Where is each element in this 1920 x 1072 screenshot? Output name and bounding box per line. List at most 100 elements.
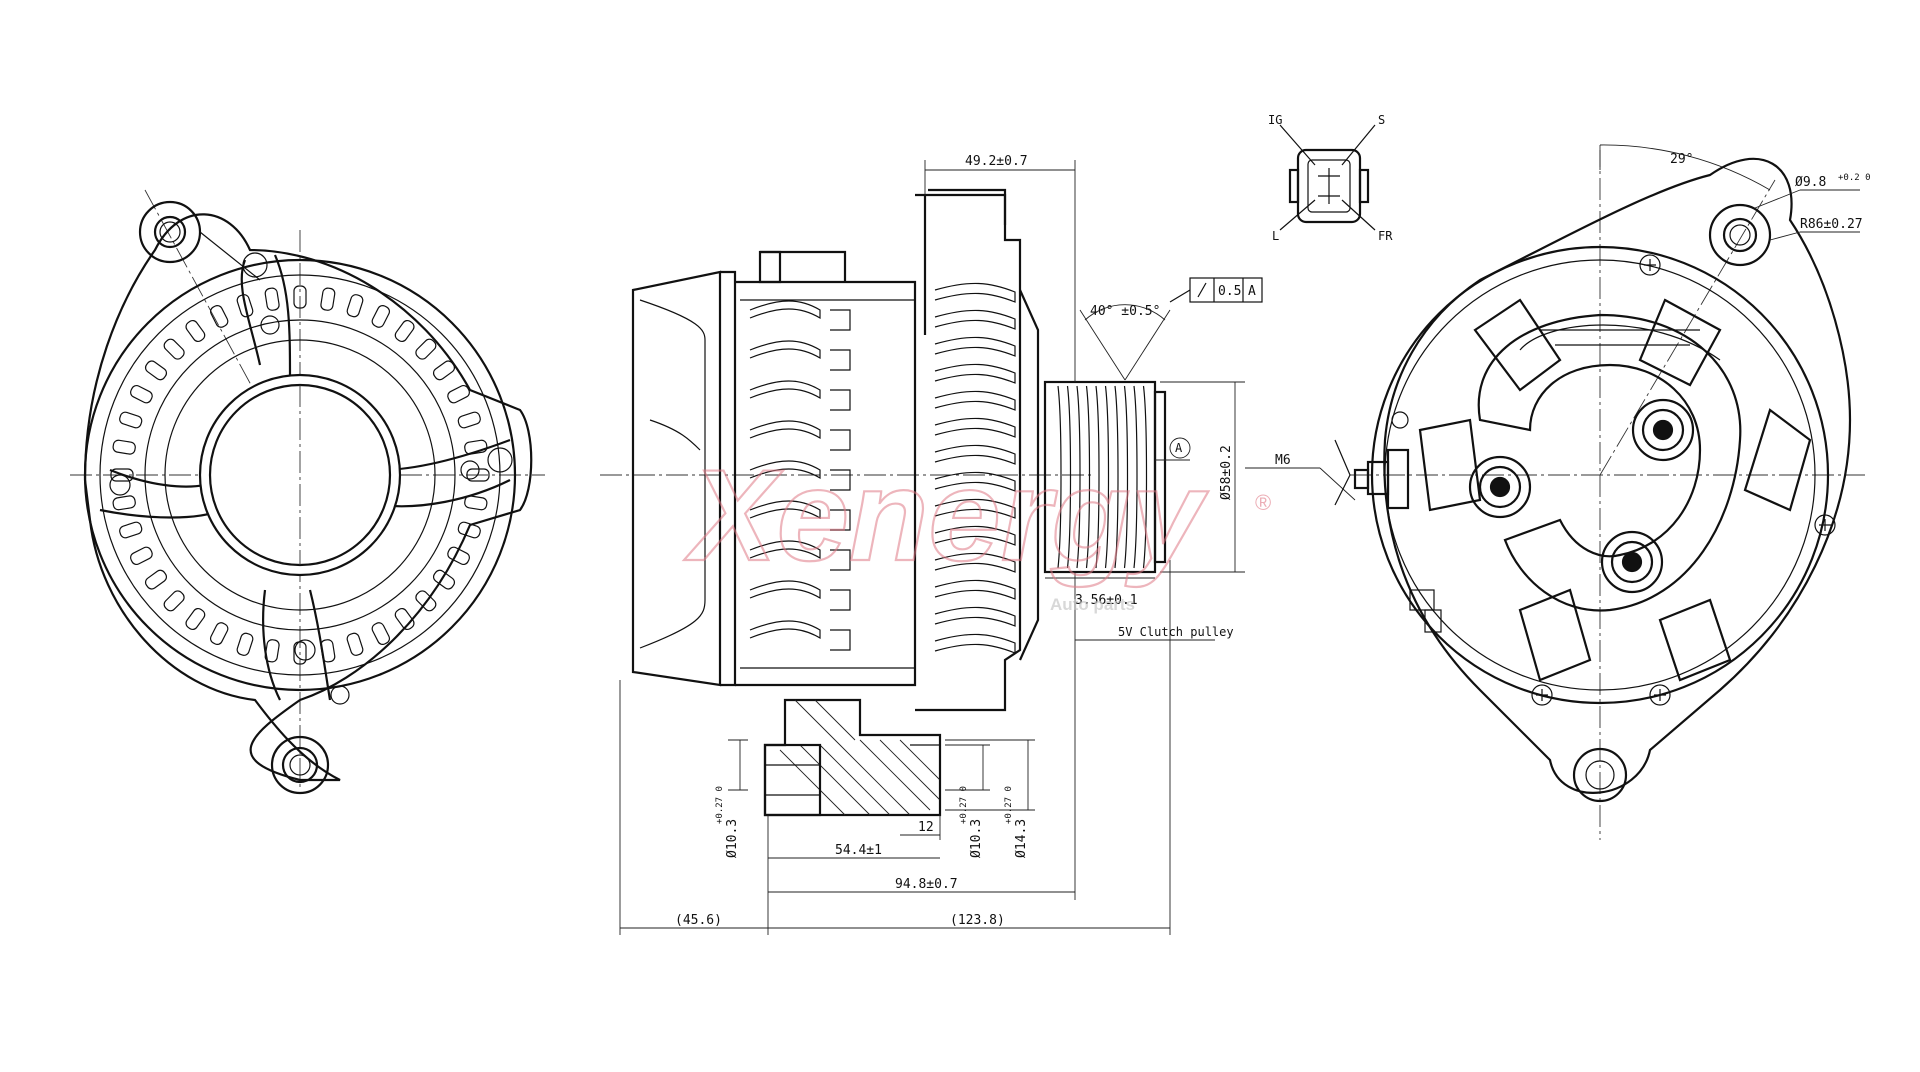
pin-ig: IG — [1268, 113, 1282, 127]
dim-mount-span: 54.4±1 — [835, 843, 882, 858]
groove — [1066, 385, 1072, 569]
cooling-fins-rear — [749, 300, 851, 651]
vent-slot — [119, 411, 143, 429]
fin — [934, 525, 1016, 546]
dim-rear-offset: (45.6) — [675, 913, 722, 928]
fin — [934, 444, 1016, 465]
vent-slot — [464, 439, 488, 455]
dim-total-length: (123.8) — [950, 913, 1005, 928]
groove — [1076, 385, 1081, 569]
fin — [749, 340, 821, 360]
front-view — [70, 189, 545, 795]
watermark-registered: ® — [1255, 490, 1271, 515]
vent-slot — [144, 569, 168, 590]
fin — [749, 540, 821, 560]
fin — [749, 500, 821, 520]
groove — [1133, 385, 1138, 569]
fin — [934, 390, 1016, 411]
groove — [1114, 385, 1119, 569]
fin — [934, 498, 1016, 519]
fin-slot — [830, 509, 851, 531]
vent-slot — [432, 360, 456, 381]
vent-slot — [457, 521, 481, 539]
tol-bore-right: +0.27 0 — [1004, 786, 1014, 824]
connector-detail: IG S L FR — [1268, 113, 1393, 243]
rear-view: 29° Ø9.8 +0.2 0 R86±0.27 — [1334, 144, 1871, 840]
fin — [749, 380, 821, 400]
vent-slot — [371, 622, 391, 645]
vent-slot — [432, 569, 456, 590]
pulley-grooves — [1057, 385, 1148, 569]
vent-slot — [236, 632, 254, 656]
fin — [749, 460, 821, 480]
vent-slot — [144, 360, 168, 381]
vent-slot — [415, 338, 437, 360]
dim-pulley-angle: 40° ±0.5° — [1090, 304, 1160, 319]
dim-groove: 3.56±0.1 — [1075, 593, 1138, 608]
vent-slot — [320, 287, 336, 311]
fin — [934, 552, 1016, 573]
vent-slot — [130, 384, 153, 404]
fin-slot — [830, 309, 851, 331]
dim-bore-left: Ø10.3 — [725, 819, 740, 858]
groove — [1095, 385, 1100, 569]
fin-slot — [830, 469, 851, 491]
fin — [934, 579, 1016, 600]
vent-slot — [457, 411, 481, 429]
label-pulley-type: 5V Clutch pulley — [1118, 625, 1234, 639]
vent-slot — [110, 468, 134, 482]
vent-slot — [293, 285, 307, 309]
fin — [934, 309, 1016, 330]
vent-slot — [415, 590, 437, 612]
fin — [749, 620, 821, 640]
watermark-logo: Xenergy Auto parts ® — [683, 441, 1271, 614]
dim-ear-angle: 29° — [1670, 152, 1693, 167]
fin — [749, 580, 821, 600]
vent-slot — [163, 338, 185, 360]
watermark-brand: Xenergy — [684, 442, 1209, 588]
vent-slot — [185, 319, 206, 343]
fin-slot — [830, 389, 851, 411]
tol-bore-left: +0.27 0 — [715, 786, 725, 824]
groove — [1123, 385, 1129, 569]
groove — [1085, 385, 1091, 569]
vent-slot — [112, 495, 136, 511]
vent-slot — [464, 495, 488, 511]
pin-fr: FR — [1378, 229, 1393, 243]
vent-slot — [346, 632, 364, 656]
vent-slot — [112, 439, 136, 455]
vent-slot — [209, 305, 229, 328]
vent-slot — [264, 287, 280, 311]
vent-slot — [371, 305, 391, 328]
dim-ear-radius: R86±0.27 — [1800, 217, 1863, 232]
fin — [749, 300, 821, 320]
dim-datum-frame: A — [1248, 284, 1256, 299]
dim-overall: 94.8±0.7 — [895, 877, 958, 892]
groove — [1057, 385, 1062, 569]
vent-slot — [130, 546, 153, 566]
fin — [934, 282, 1016, 303]
vent-slot — [119, 521, 143, 539]
groove — [1104, 385, 1110, 569]
dim-boss-length: 12 — [918, 820, 934, 835]
pin-l: L — [1272, 229, 1279, 243]
vent-slot — [209, 622, 229, 645]
fin-slot — [830, 429, 851, 451]
fin — [934, 363, 1016, 384]
dim-datum-a: A — [1175, 441, 1183, 455]
fin — [934, 633, 1016, 654]
vent-slot — [394, 319, 415, 343]
dim-thread: M6 — [1275, 453, 1291, 468]
fin — [934, 336, 1016, 357]
vent-slot — [394, 607, 415, 631]
vent-slot — [447, 546, 470, 566]
fin — [934, 471, 1016, 492]
dim-bore-right: Ø14.3 — [1014, 819, 1029, 858]
fin — [934, 606, 1016, 627]
dim-49-2: 49.2±0.7 — [965, 154, 1028, 169]
dim-pulley-diameter: Ø58±0.2 — [1219, 445, 1234, 500]
vent-slot — [185, 607, 206, 631]
vent-slot — [447, 384, 470, 404]
fin-slot — [830, 629, 851, 651]
